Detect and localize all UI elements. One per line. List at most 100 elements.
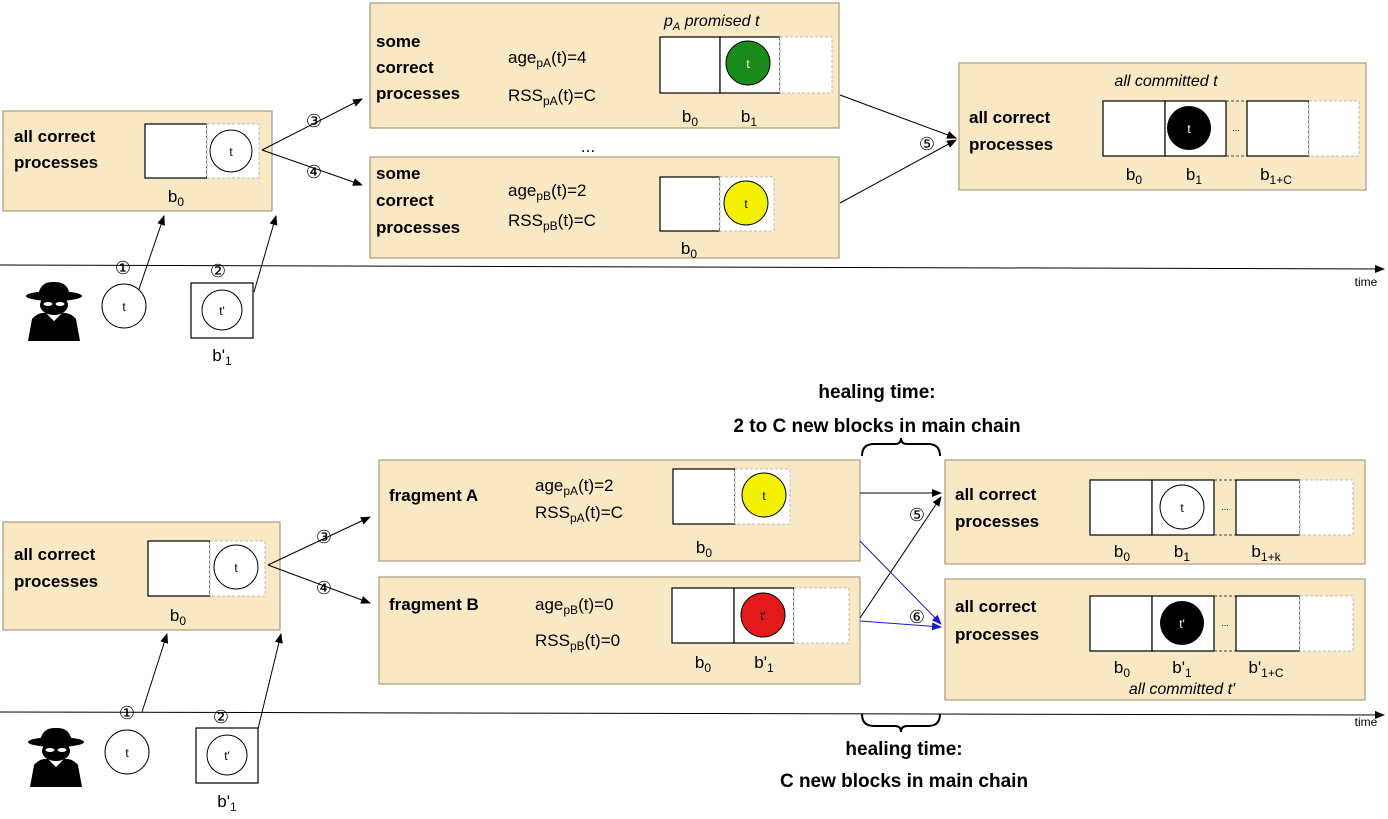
bottom-step-4: ④: [316, 578, 332, 598]
bottom-spy-icon: [28, 727, 84, 787]
top-arrow-3: [261, 98, 363, 151]
bottom-arrow-5b: [859, 496, 942, 619]
top-frag-a-b1: b1: [741, 107, 757, 129]
bottom-result-b-caption: all committed t': [1129, 681, 1236, 698]
top-frag-b-age: agepB(t)=2: [508, 181, 587, 203]
bottom-attacker-tx: t: [125, 746, 129, 760]
top-frag-a-line3: processes: [376, 84, 460, 103]
top-frag-b-tx: t: [744, 197, 748, 211]
bottom-start-block-label: b0: [170, 606, 186, 628]
bottom-fragment-b-box: fragment B agepB(t)=0 RSSpB(t)=0 t' b0 b…: [378, 576, 861, 685]
bottom-attacker-block-tx-circle: [206, 734, 248, 776]
top-final-block1c: [1246, 100, 1310, 157]
top-step-4: ④: [306, 162, 322, 182]
bottom-frag-b-block0: [671, 587, 735, 644]
bottom-result-b-tx: t': [1179, 617, 1185, 631]
top-spy-icon: [26, 281, 82, 341]
bottom-start-box: all correct processes t b0: [2, 521, 281, 631]
top-frag-b-rss: RSSpB(t)=C: [508, 211, 596, 233]
bottom-result-b-block0: [1089, 595, 1153, 652]
top-attacker-block-label: b'1: [212, 346, 232, 368]
bottom-result-b-gap: ...: [1221, 618, 1229, 628]
bottom-result-b-box: all correct processes ... t' b0 b'1 b'1+…: [944, 578, 1366, 701]
bottom-frag-b-tx-circle: [740, 592, 786, 638]
top-frag-a-line2: correct: [376, 58, 434, 77]
top-start-block-label: b0: [168, 187, 184, 209]
bottom-frag-a-b0: b0: [696, 538, 712, 560]
bottom-result-a-b1: b1: [1174, 542, 1190, 564]
bottom-result-a-gap: ...: [1221, 502, 1229, 512]
top-frag-a-tx-circle: [725, 40, 771, 86]
top-final-gap: ...: [1232, 123, 1240, 133]
bottom-attacker-tx-circle: [104, 729, 150, 775]
top-frag-a-tx: t: [746, 57, 750, 71]
top-final-tx-circle: [1167, 106, 1211, 150]
top-arrow-1: [136, 215, 165, 296]
bottom-result-b-line2: processes: [955, 625, 1039, 644]
bottom-frag-a-block0: [672, 468, 736, 525]
top-step-3: ③: [306, 111, 322, 131]
bottom-step-6: ⑥: [909, 607, 925, 627]
bottom-frag-a-tx-circle: [741, 472, 787, 518]
top-final-b1: b1: [1186, 165, 1202, 187]
bottom-diagram: healing time: 2 to C new blocks in main …: [0, 382, 1385, 814]
bottom-result-b-pending: [1299, 595, 1354, 652]
bottom-healing-top-line2: 2 to C new blocks in main chain: [733, 416, 1020, 437]
bottom-result-a-box: all correct processes ... t b0 b1 b1+k: [944, 459, 1366, 565]
top-step-1: ①: [115, 258, 131, 278]
top-fragment-a-box: some correct processes agepA(t)=4 RSSpA(…: [369, 2, 840, 129]
top-frag-a-b0: b0: [682, 107, 698, 129]
top-attacker-block-tx: t': [219, 304, 225, 318]
bottom-start-line1: all correct: [14, 545, 96, 564]
bottom-result-a-tx-circle: [1159, 484, 1205, 530]
bottom-start-tx-circle: [213, 544, 259, 590]
bottom-attacker-block-label: b'1: [217, 792, 237, 814]
top-final-b0: b0: [1126, 165, 1142, 187]
bottom-step-1: ①: [119, 703, 135, 723]
top-attacker-block-tx-circle: [201, 289, 243, 331]
bottom-result-b-b0: b0: [1114, 658, 1130, 680]
top-frag-b-tx-circle: [723, 180, 769, 226]
bottom-healing-bottom-brace: [861, 713, 941, 733]
top-diagram: time all correct processes t b0 some cor…: [0, 2, 1385, 368]
bottom-result-a-b0: b0: [1114, 542, 1130, 564]
top-start-tx: t: [229, 145, 233, 159]
bottom-frag-b-title: fragment B: [389, 595, 479, 614]
top-frag-a-block0: [659, 36, 721, 94]
bottom-healing-top-line1: healing time:: [818, 382, 935, 403]
bottom-result-a-line2: processes: [955, 512, 1039, 531]
top-arrow-5a: [839, 94, 957, 139]
bottom-result-b-b1: b'1: [1172, 658, 1192, 680]
bottom-time-label: time: [1355, 715, 1378, 729]
bottom-frag-b-age: agepB(t)=0: [535, 595, 614, 617]
bottom-arrow-4: [267, 564, 371, 604]
top-attacker-tx-circle: [101, 283, 147, 329]
bottom-arrow-1: [141, 633, 169, 713]
top-frag-b-b0: b0: [681, 239, 697, 261]
top-start-line2: processes: [14, 153, 98, 172]
bottom-result-a-tx: t: [1180, 501, 1184, 515]
top-frag-a-pending: [779, 36, 833, 94]
top-final-tx: t: [1187, 122, 1191, 136]
bottom-start-block: [147, 540, 211, 597]
bottom-frag-a-rss: RSSpA(t)=C: [535, 503, 623, 525]
top-frag-b-line3: processes: [376, 218, 460, 237]
top-frag-a-caption: pA promised t: [663, 13, 760, 33]
top-ellipsis: ...: [581, 137, 595, 156]
bottom-frag-b-b0: b0: [695, 653, 711, 675]
top-frag-b-line2: correct: [376, 191, 434, 210]
bottom-arrow-3: [267, 516, 371, 566]
top-frag-a-rss: RSSpA(t)=C: [508, 86, 596, 108]
bottom-result-a-pending: [1299, 479, 1354, 536]
top-final-line1: all correct: [969, 108, 1051, 127]
bottom-step-3: ③: [316, 527, 332, 547]
top-arrow-2: [253, 215, 278, 293]
top-timeline: [0, 264, 1385, 273]
top-start-tx-circle: [209, 129, 253, 173]
bottom-start-line2: processes: [14, 572, 98, 591]
bottom-result-b-line1: all correct: [955, 597, 1037, 616]
top-arrow-5b: [839, 139, 957, 204]
top-frag-b-line1: some: [376, 164, 420, 183]
top-step-2: ②: [210, 261, 226, 281]
top-final-block0: [1102, 100, 1166, 157]
